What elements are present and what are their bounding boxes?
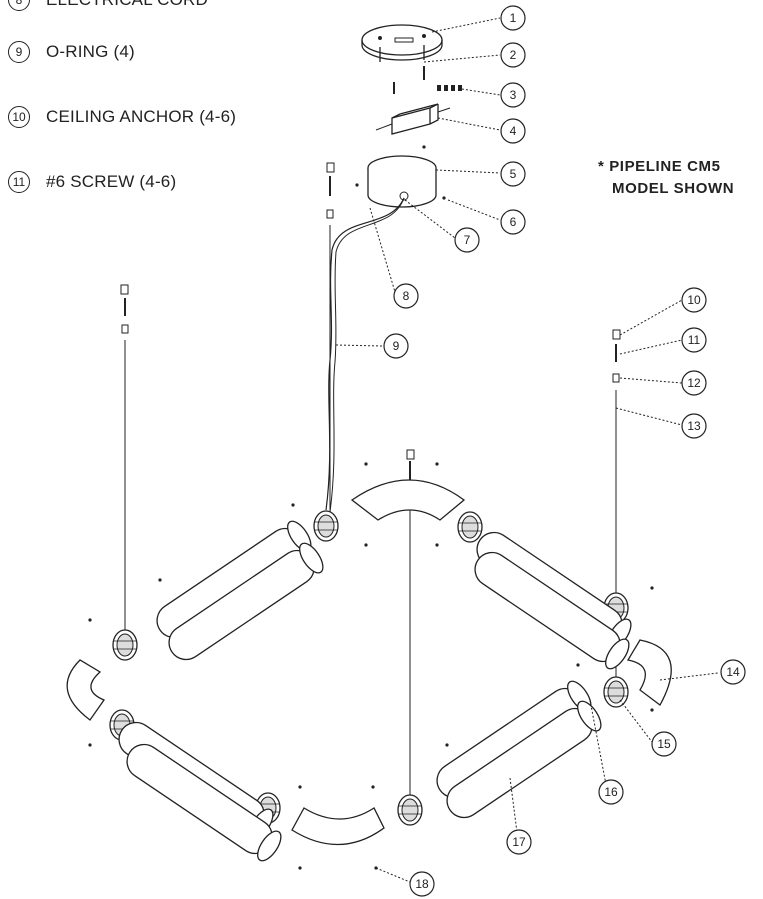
legend-item-8: 8 ELECTRICAL CORD xyxy=(8,0,208,13)
legend-number-circle: 11 xyxy=(8,171,30,193)
mounting-plate xyxy=(361,24,443,62)
callout-3: 3 xyxy=(500,82,526,108)
legend-label: #6 SCREW (4-6) xyxy=(46,172,177,191)
callout-5: 5 xyxy=(500,161,526,187)
svg-text:4: 4 xyxy=(510,124,517,138)
cable-anchors xyxy=(120,162,621,483)
callout-13: 13 xyxy=(681,413,707,439)
legend-item-11: 11 #6 SCREW (4-6) xyxy=(8,169,176,195)
callout-4: 4 xyxy=(500,118,526,144)
svg-text:17: 17 xyxy=(512,835,526,849)
svg-text:14: 14 xyxy=(726,665,740,679)
legend-item-10: 10 CEILING ANCHOR (4-6) xyxy=(8,104,236,130)
svg-text:5: 5 xyxy=(510,167,517,181)
callout-18: 18 xyxy=(409,871,435,897)
callout-9: 9 xyxy=(383,333,409,359)
hardware-dots xyxy=(88,145,654,870)
callout-10: 10 xyxy=(681,287,707,313)
legend-label: O-RING (4) xyxy=(46,42,135,61)
svg-text:8: 8 xyxy=(403,289,410,303)
callout-15: 15 xyxy=(651,731,677,757)
svg-text:2: 2 xyxy=(510,48,517,62)
callout-6: 6 xyxy=(500,209,526,235)
canopy xyxy=(367,155,437,208)
svg-text:18: 18 xyxy=(415,877,429,891)
elbow-joints xyxy=(66,479,672,846)
callout-1: 1 xyxy=(500,5,526,31)
svg-text:3: 3 xyxy=(510,88,517,102)
svg-text:10: 10 xyxy=(687,293,701,307)
svg-text:6: 6 xyxy=(510,215,517,229)
driver-box xyxy=(375,103,451,135)
callout-11: 11 xyxy=(681,327,707,353)
callout-2: 2 xyxy=(500,42,526,68)
svg-text:1: 1 xyxy=(510,11,517,25)
mounting-screws xyxy=(393,66,462,94)
legend-label: ELECTRICAL CORD xyxy=(46,0,208,10)
callout-leaders xyxy=(335,17,719,883)
svg-text:16: 16 xyxy=(604,785,618,799)
svg-text:12: 12 xyxy=(687,376,701,390)
callout-numbers: 1 2 3 4 5 6 7 8 9 10 11 12 13 14 15 16 1… xyxy=(383,5,746,897)
svg-text:11: 11 xyxy=(688,333,701,347)
model-note: * PIPELINE CM5 MODEL SHOWN xyxy=(598,156,734,200)
model-note-line-2: MODEL SHOWN xyxy=(612,180,735,197)
model-note-line-1: * PIPELINE CM5 xyxy=(598,158,721,175)
legend-number-circle: 9 xyxy=(8,41,30,63)
callout-14: 14 xyxy=(720,659,746,685)
legend-label: CEILING ANCHOR (4-6) xyxy=(46,107,237,126)
callout-12: 12 xyxy=(681,370,707,396)
electrical-cord-2 xyxy=(329,197,405,513)
legend-number-circle: 10 xyxy=(8,106,30,128)
callout-17: 17 xyxy=(506,829,532,855)
legend-item-9: 9 O-RING (4) xyxy=(8,39,135,65)
callout-8: 8 xyxy=(393,283,419,309)
svg-text:13: 13 xyxy=(687,419,701,433)
svg-text:7: 7 xyxy=(464,233,471,247)
svg-text:15: 15 xyxy=(657,737,671,751)
svg-text:9: 9 xyxy=(393,339,400,353)
callout-7: 7 xyxy=(454,227,480,253)
callout-16: 16 xyxy=(598,779,624,805)
